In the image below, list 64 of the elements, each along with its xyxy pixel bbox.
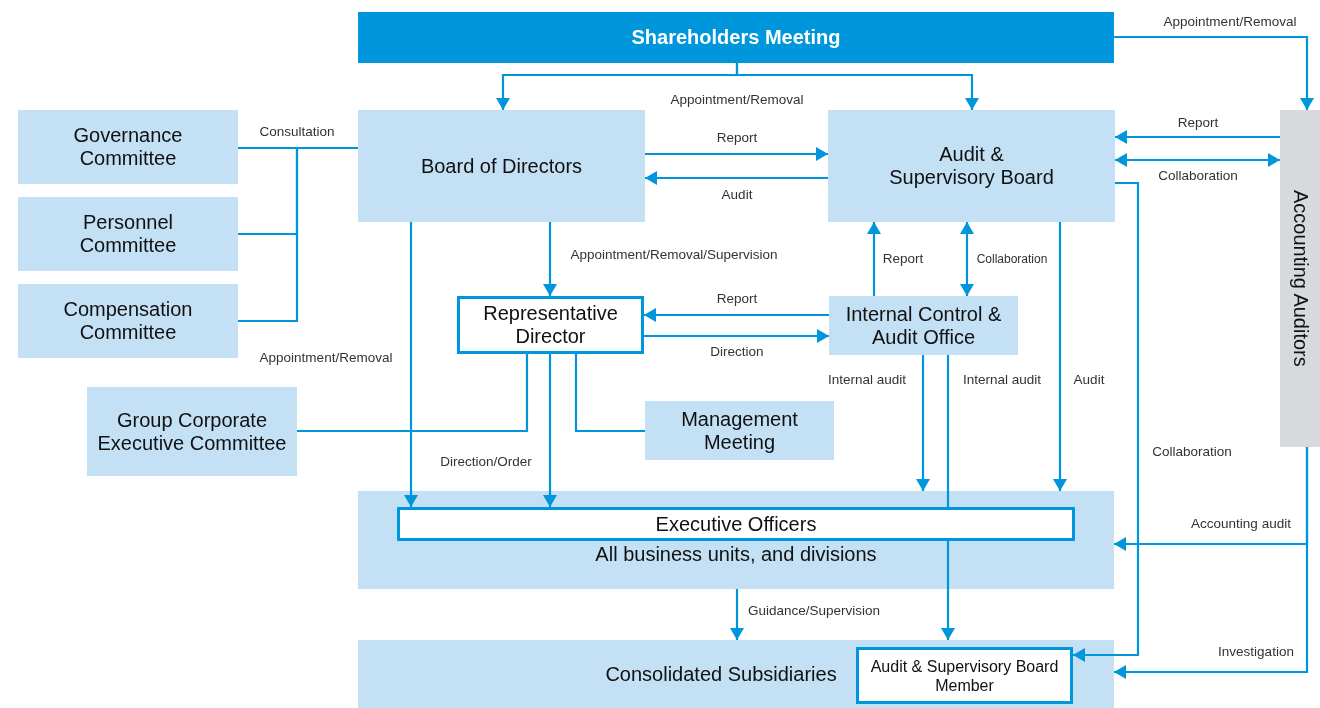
process-box (645, 401, 834, 460)
edge-label: Accounting audit (1189, 516, 1293, 532)
node-label: Shareholders Meeting (631, 26, 841, 49)
edge-label: Report (1175, 115, 1221, 131)
node-label: Management Meeting (680, 407, 799, 454)
arrow (543, 222, 557, 296)
arrow (1115, 153, 1280, 167)
arrow (1073, 181, 1140, 662)
arrow (1114, 35, 1314, 110)
edge-label: Report (880, 251, 926, 267)
edge-label: Guidance/Supervision (745, 603, 883, 619)
arrow (730, 589, 744, 640)
connector-line (297, 354, 529, 433)
node-label: Executive Officers (655, 512, 817, 536)
process-box (358, 640, 1114, 708)
node-label: Board of Directors (420, 154, 583, 178)
process-box (358, 491, 1114, 589)
node-label: Group Corporate Executive Committee (96, 408, 288, 455)
node-label: Representative Director (482, 302, 619, 348)
arrow (960, 222, 974, 296)
process-box (18, 110, 238, 184)
edge-label: Report (714, 291, 760, 307)
arrow (644, 329, 829, 343)
process-box (358, 12, 1114, 63)
node-label: Governance Committee (72, 124, 184, 170)
arrow (543, 354, 557, 507)
arrow (644, 308, 829, 322)
edge-label: Appointment/Removal (668, 92, 806, 108)
connector-line (238, 146, 358, 323)
arrow (1053, 222, 1067, 491)
arrow (941, 541, 955, 640)
edge-label: Appointment/Removal/Supervision (568, 247, 780, 263)
connector-line (946, 355, 950, 507)
arrow (1115, 130, 1280, 144)
node-label: Internal Control & Audit Office (844, 302, 1003, 349)
edge-label: Appointment/Removal (257, 350, 395, 366)
process-box (18, 197, 238, 271)
connector-line (574, 354, 645, 433)
node-label: Personnel Committee (78, 211, 178, 257)
node-label: Consolidated Subsidiaries (605, 662, 837, 686)
arrow (735, 63, 979, 110)
vertical-label: Accounting Auditors (1288, 190, 1312, 367)
arrow (867, 222, 881, 296)
node-label: All business units, and divisions (595, 543, 877, 566)
process-box (1280, 110, 1320, 447)
node-label: Compensation Committee (62, 298, 194, 344)
process-box (87, 387, 297, 476)
node-label: Audit & Supervisory Board (888, 143, 1055, 189)
outlined-box (856, 647, 1073, 704)
edge-label: Investigation (1216, 644, 1296, 660)
node-label: Audit & Supervisory Board Member (869, 656, 1060, 695)
process-box (829, 296, 1018, 355)
arrow (645, 147, 828, 161)
arrow (404, 222, 418, 507)
outlined-box (457, 296, 644, 354)
process-box (828, 110, 1115, 222)
edge-label: Appointment/Removal (1161, 14, 1299, 30)
edge-label: Report (714, 130, 760, 146)
arrow (1114, 447, 1309, 679)
process-box (18, 284, 238, 358)
process-box (358, 110, 645, 222)
arrow (916, 355, 930, 491)
arrow (645, 171, 828, 185)
outlined-box (397, 507, 1075, 541)
